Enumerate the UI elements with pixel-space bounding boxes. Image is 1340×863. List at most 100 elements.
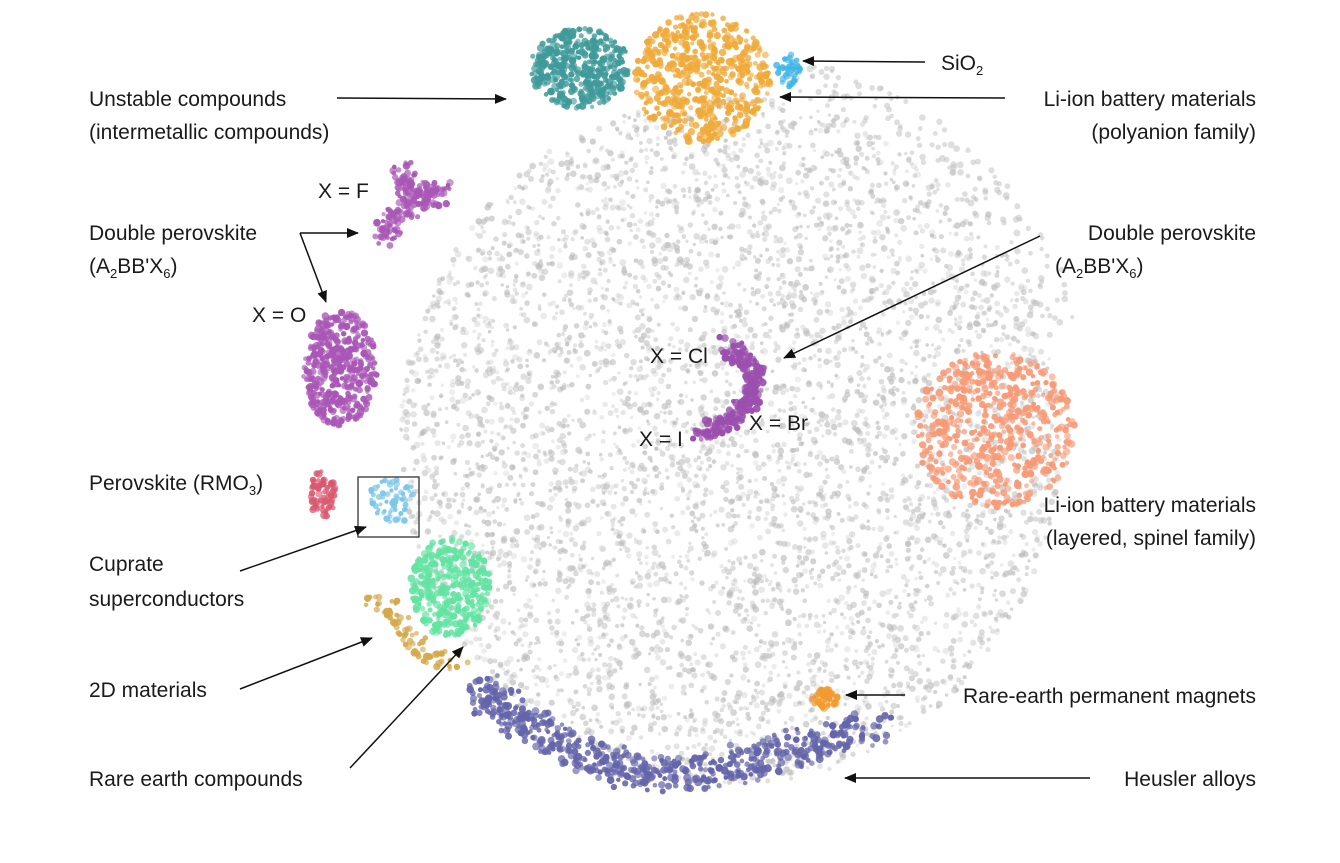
background-point	[565, 519, 571, 524]
background-point	[959, 220, 967, 228]
background-point	[573, 228, 579, 234]
background-point	[650, 392, 655, 398]
background-point	[595, 711, 601, 717]
background-point	[648, 676, 655, 683]
background-point	[687, 222, 694, 228]
background-point	[780, 475, 788, 483]
background-point	[608, 378, 613, 383]
background-point	[742, 166, 749, 173]
background-point	[867, 336, 873, 342]
background-point	[712, 206, 718, 213]
background-point	[467, 505, 473, 511]
background-point	[681, 454, 686, 459]
background-point	[616, 206, 621, 211]
background-point	[653, 150, 661, 158]
background-point	[812, 165, 818, 171]
background-point	[601, 487, 608, 494]
background-point	[809, 407, 815, 413]
background-point	[706, 670, 711, 675]
background-point	[826, 225, 833, 232]
background-point	[655, 439, 662, 446]
background-point	[703, 220, 709, 226]
background-point	[877, 701, 884, 708]
background-point	[886, 215, 891, 220]
background-point	[456, 509, 462, 515]
background-point	[684, 457, 691, 464]
background-point	[927, 519, 932, 524]
background-point	[608, 259, 614, 264]
background-point	[685, 607, 689, 611]
background-point	[624, 395, 631, 402]
background-point	[876, 430, 883, 437]
background-point	[917, 661, 923, 666]
background-point	[651, 561, 657, 566]
background-point	[551, 383, 557, 390]
background-point	[854, 132, 861, 139]
background-point	[489, 325, 495, 330]
background-point	[865, 617, 872, 624]
background-point	[495, 636, 500, 641]
background-point	[922, 512, 927, 516]
background-point	[767, 676, 773, 682]
background-point	[786, 673, 792, 678]
background-point	[562, 548, 568, 554]
background-point	[919, 515, 925, 520]
background-point	[710, 674, 718, 681]
background-point	[589, 138, 596, 145]
background-point	[715, 267, 720, 273]
background-point	[446, 445, 451, 450]
background-point	[798, 413, 805, 420]
background-point	[977, 597, 982, 602]
background-point	[735, 475, 743, 482]
background-point	[766, 758, 773, 766]
background-point	[901, 481, 906, 486]
background-point	[632, 162, 639, 169]
background-point	[546, 429, 551, 434]
background-point	[795, 514, 800, 519]
background-point	[1007, 560, 1015, 567]
background-point	[546, 148, 553, 155]
background-point	[674, 262, 680, 268]
background-point	[563, 449, 569, 454]
background-point	[421, 404, 428, 411]
background-point	[401, 399, 406, 404]
background-point	[730, 440, 738, 448]
background-point	[454, 301, 459, 305]
background-point	[893, 164, 899, 170]
background-point	[768, 97, 776, 105]
background-point	[650, 440, 654, 444]
background-point	[667, 283, 672, 289]
background-point	[852, 681, 857, 686]
background-point	[647, 726, 654, 733]
background-point	[847, 504, 853, 509]
background-point	[889, 428, 896, 436]
background-point	[714, 727, 721, 734]
background-point	[802, 526, 807, 532]
background-point	[534, 219, 540, 226]
background-point	[958, 565, 963, 570]
background-point	[751, 553, 758, 560]
background-point	[591, 611, 597, 617]
background-point	[694, 276, 699, 281]
background-point	[700, 444, 707, 451]
background-point	[942, 622, 950, 630]
background-point	[870, 656, 875, 661]
background-point	[693, 652, 698, 656]
background-point	[702, 543, 709, 550]
background-point	[795, 327, 800, 332]
background-point	[602, 662, 608, 668]
background-point	[713, 295, 721, 302]
background-point	[917, 497, 923, 503]
background-point	[621, 400, 628, 406]
background-point	[688, 682, 695, 689]
background-point	[653, 629, 661, 637]
background-point	[624, 597, 629, 602]
background-point	[1025, 332, 1031, 338]
background-point	[585, 516, 592, 524]
background-point	[794, 583, 798, 588]
background-point	[524, 685, 530, 690]
background-point	[533, 230, 539, 237]
background-point	[566, 383, 571, 388]
background-point	[593, 297, 599, 302]
background-point	[766, 454, 772, 460]
